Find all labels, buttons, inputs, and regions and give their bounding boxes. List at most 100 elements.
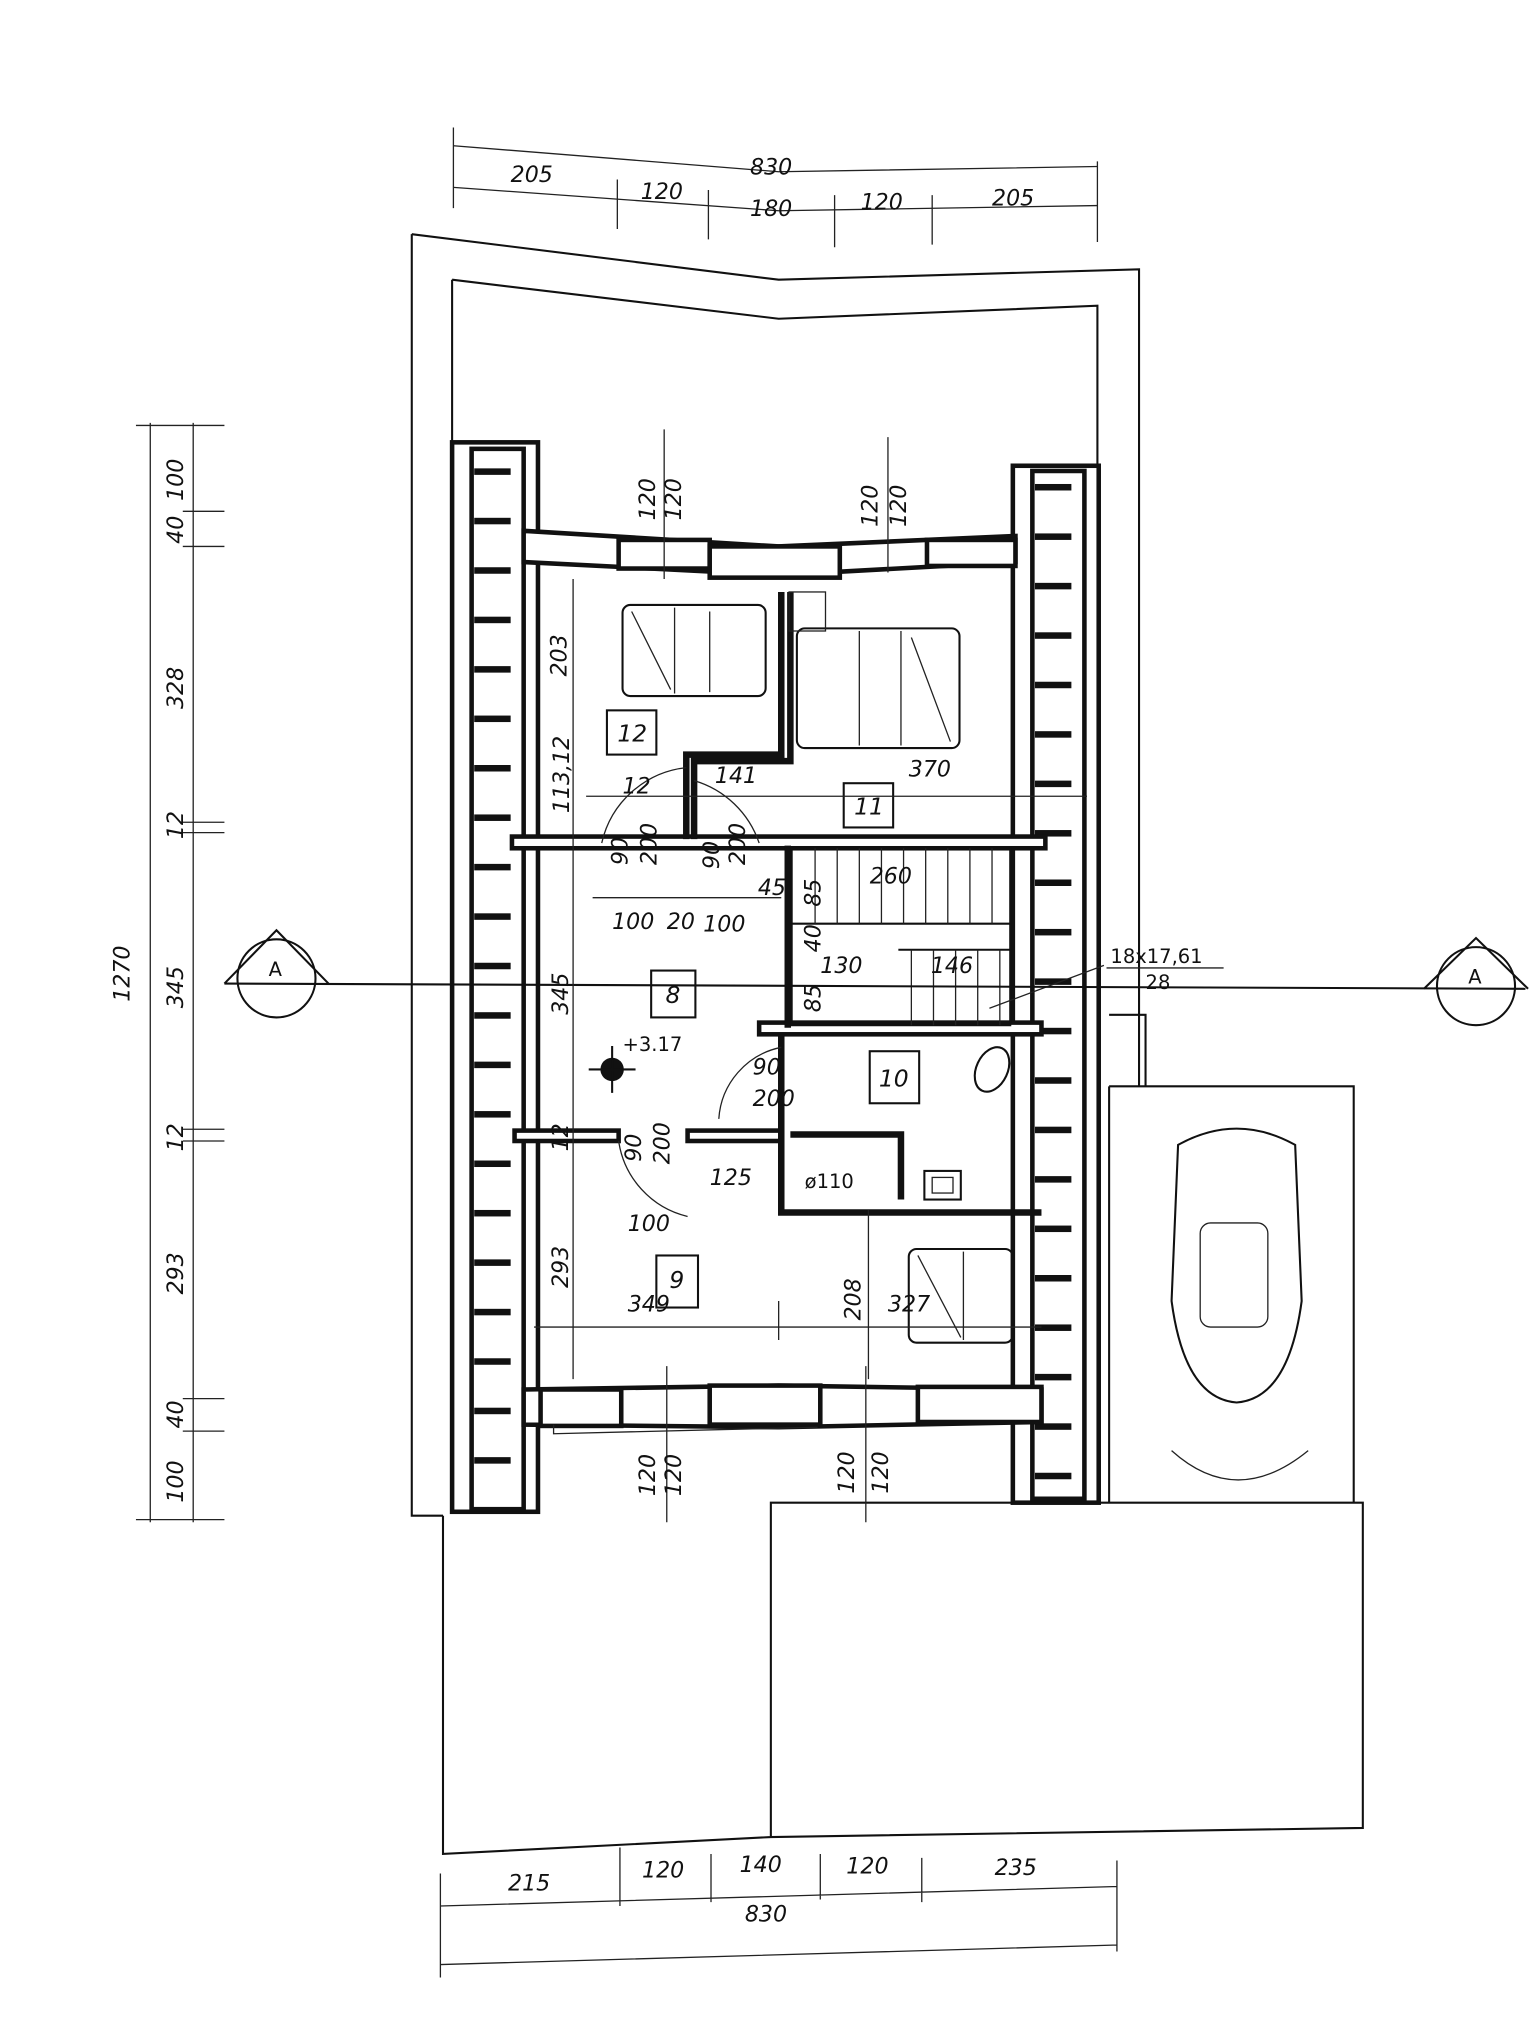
staircase: 18x17,61 28 (790, 847, 1224, 1027)
svg-text:200: 200 (725, 823, 751, 865)
svg-text:293: 293 (163, 1252, 189, 1294)
wall-rung (1034, 879, 1072, 886)
wall-rung (474, 1160, 511, 1168)
wall-rung (474, 1209, 511, 1217)
wall-rung (474, 616, 511, 624)
left-dimensions: 1270 100 40 328 12 345 12 293 40 100 (109, 422, 225, 1523)
wall-rung (474, 468, 511, 475)
wall-rung (474, 1012, 511, 1019)
wall-rung (1034, 1077, 1072, 1084)
top-dimensions: 830 205 120 180 120 205 (452, 127, 1099, 248)
svg-text:125: 125 (710, 1165, 752, 1191)
wall-rung (1034, 780, 1072, 788)
room-11: 11 (854, 792, 884, 820)
section-marker-left: A (223, 928, 330, 1019)
furniture (621, 591, 1014, 1344)
bed (621, 603, 767, 698)
door-swings (601, 766, 782, 1218)
svg-text:370: 370 (909, 757, 951, 783)
wall-rung (1034, 830, 1072, 837)
svg-text:100: 100 (703, 912, 745, 938)
roof-outline (410, 233, 1364, 1856)
svg-text:45: 45 (758, 875, 786, 901)
svg-text:A: A (1468, 966, 1482, 989)
stair-spec: 18x17,61 (1110, 945, 1202, 968)
interior-dimensions: 203 113,12 12 141 370 90 200 90 200 45 8… (534, 578, 1088, 1380)
window-dimensions: 120 120 120 120 120 120 120 120 (635, 429, 912, 1523)
svg-text:200: 200 (649, 1122, 675, 1164)
svg-text:12: 12 (548, 1123, 574, 1151)
svg-text:100: 100 (612, 909, 654, 935)
dim-top: 180 (750, 196, 792, 222)
wall-rung (474, 666, 511, 673)
svg-text:120: 120 (886, 485, 912, 527)
wall-rung (1034, 1423, 1072, 1430)
svg-text:328: 328 (163, 667, 189, 709)
wall-rung (1034, 1324, 1072, 1331)
wall-rung (474, 863, 511, 871)
svg-text:90: 90 (699, 841, 725, 869)
wall-rung (474, 962, 511, 970)
wall-rung (474, 1308, 511, 1316)
svg-text:120: 120 (642, 1857, 684, 1883)
svg-text:120: 120 (868, 1451, 894, 1493)
svg-text:345: 345 (548, 973, 574, 1015)
wall-rung (1034, 483, 1072, 491)
dim-top: 120 (641, 179, 683, 205)
svg-text:20: 20 (667, 909, 695, 935)
room-labels: 12 11 8 10 9 (605, 709, 921, 1309)
svg-text:141: 141 (715, 763, 757, 789)
svg-text:90: 90 (753, 1055, 781, 1081)
svg-text:203: 203 (547, 634, 573, 676)
wall-rung (1034, 1373, 1072, 1381)
svg-text:85: 85 (800, 879, 826, 907)
dim-top: 205 (511, 162, 553, 188)
svg-text:120: 120 (635, 478, 661, 520)
dim-top: 120 (861, 189, 903, 215)
pipe-diameter: ø110 (805, 1170, 854, 1193)
dim-total-top: 830 (750, 154, 792, 180)
wall-rung (474, 517, 511, 525)
svg-text:90: 90 (608, 837, 634, 865)
svg-text:113,12: 113,12 (549, 736, 575, 813)
svg-text:40: 40 (800, 924, 826, 952)
room-8: 8 (665, 981, 680, 1009)
svg-text:12: 12 (163, 811, 189, 839)
svg-text:200: 200 (753, 1086, 795, 1112)
wall-rung (474, 913, 511, 920)
wall-rung (474, 814, 511, 821)
svg-text:215: 215 (508, 1870, 550, 1896)
wall-rung (1034, 1472, 1072, 1480)
svg-text:120: 120 (858, 485, 884, 527)
wall-rung (1034, 978, 1072, 985)
wall-rung (474, 1407, 511, 1415)
dim-top: 205 (992, 186, 1034, 212)
svg-text:100: 100 (163, 459, 189, 501)
wall-rung (474, 1111, 511, 1118)
svg-text:235: 235 (995, 1855, 1037, 1881)
wall-rung (474, 567, 511, 574)
wall-rung (1034, 681, 1072, 689)
svg-text:120: 120 (846, 1853, 888, 1879)
wall-rung (1034, 632, 1072, 639)
dim-total-left: 1270 (109, 946, 135, 1002)
svg-text:130: 130 (820, 953, 862, 979)
sink (923, 1169, 962, 1201)
svg-text:293: 293 (548, 1246, 574, 1288)
svg-text:349: 349 (628, 1291, 670, 1317)
wall-rung (1034, 1275, 1072, 1282)
svg-text:260: 260 (870, 863, 912, 889)
wall-rung (474, 1259, 511, 1266)
svg-text:+3.17: +3.17 (623, 1033, 683, 1056)
wall-rung (1034, 928, 1072, 936)
stair-tread: 28 (1146, 971, 1171, 994)
svg-text:345: 345 (163, 966, 189, 1008)
wall-rung (1034, 533, 1072, 540)
section-line-a: A A (223, 928, 1529, 1027)
wall-rung (474, 1457, 511, 1464)
svg-text:140: 140 (740, 1852, 782, 1878)
svg-text:120: 120 (661, 1454, 687, 1496)
svg-text:12: 12 (163, 1123, 189, 1151)
room-10: 10 (879, 1064, 909, 1092)
